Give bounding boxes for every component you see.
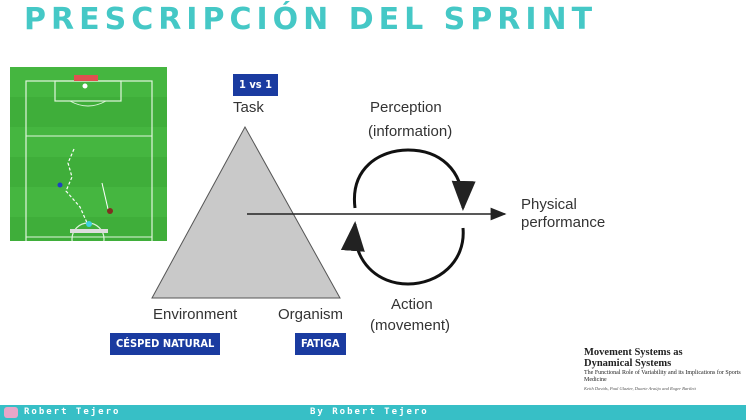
- task-label: Task: [233, 99, 264, 116]
- action-loop-arc: [340, 221, 465, 286]
- organism-label: Organism: [278, 306, 344, 323]
- environment-label: Environment: [153, 306, 238, 323]
- organism-badge: FATIGA: [295, 333, 346, 355]
- perception-loop-arc: [352, 148, 476, 211]
- brand-logo-icon: [4, 407, 18, 418]
- action-sublabel: (movement): [370, 317, 451, 334]
- book-authors: Keith Davids, Paul Glazier, Duarte Araúj…: [584, 386, 696, 391]
- perception-label: Perception: [370, 99, 442, 116]
- footer-bar: Robert Tejero By Robert Tejero: [0, 405, 746, 420]
- task-badge: 1 vs 1: [233, 74, 278, 96]
- book-title-line2: Dynamical Systems: [584, 358, 672, 369]
- pitch-image: [10, 67, 167, 241]
- action-label: Action: [391, 296, 433, 313]
- book-subtitle: The Functional Role of Variability and i…: [584, 370, 741, 383]
- environment-badge: CÉSPED NATURAL: [110, 333, 221, 355]
- footer-left-text: Robert Tejero: [24, 407, 121, 417]
- slide-title: PRESCRIPCIÓN DEL SPRINT: [24, 2, 598, 37]
- constraints-triangle: [151, 125, 341, 299]
- perception-sublabel: (information): [368, 123, 453, 140]
- footer-center-text: By Robert Tejero: [310, 407, 429, 417]
- outcome-label-line1: Physical: [521, 196, 577, 213]
- reference-book: Movement Systems as Dynamical Systems Th…: [584, 347, 746, 392]
- book-title-line1: Movement Systems as: [584, 347, 683, 358]
- outcome-label-line2: performance: [521, 214, 606, 231]
